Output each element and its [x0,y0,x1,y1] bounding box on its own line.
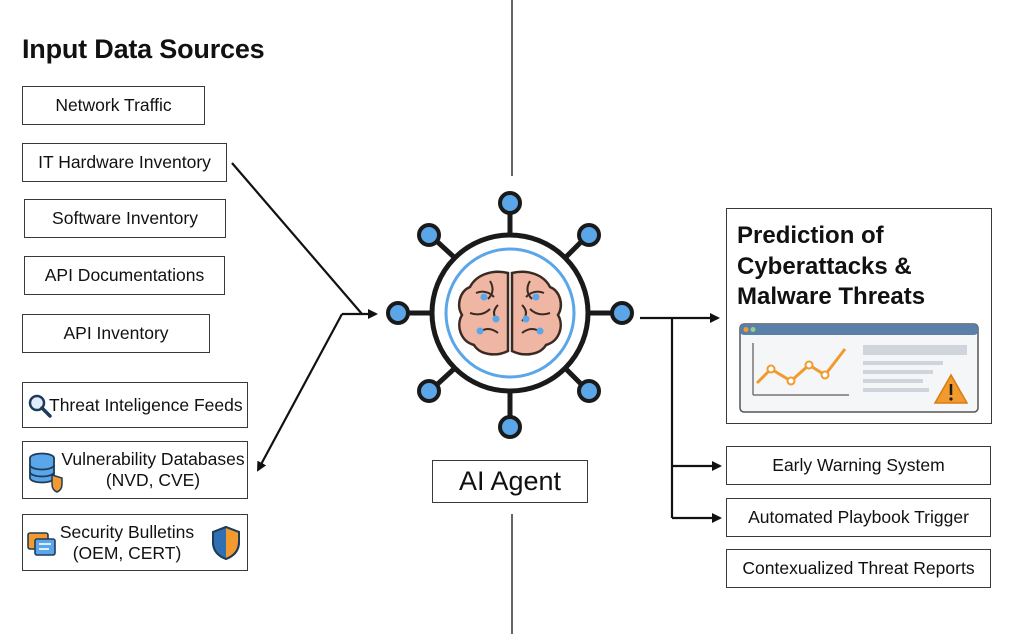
input-connector-upper [231,162,363,315]
input-label: Threat Inteligence Feeds [49,394,243,415]
database-shield-icon [29,452,63,493]
input-label: IT Hardware Inventory [38,152,211,172]
output-label: Early Warning System [772,455,945,475]
input-sources-title: Input Data Sources [22,34,265,64]
bulletin-icon [27,532,56,556]
agent-nodes [386,191,634,439]
input-software-inventory: Software Inventory [24,199,226,238]
input-label: API Documentations [44,265,205,285]
input-label: API Inventory [63,323,169,343]
ai-agent-label: AI Agent [432,460,588,503]
input-it-hardware-inventory: IT Hardware Inventory [22,143,227,182]
shield-icon [212,525,240,561]
input-label-line2: (NVD, CVE) [105,470,201,490]
input-label-line1: Security Bulletins [59,521,195,542]
input-threat-intelligence-feeds: Threat Inteligence Feeds [22,382,248,428]
input-api-documentations: API Documentations [24,256,225,295]
input-label: Network Traffic [55,95,172,115]
prediction-box: Prediction of Cyberattacks & Malware Thr… [726,208,992,424]
agent-ring [429,232,591,394]
agent-inner-ring [444,247,576,379]
input-security-bulletins: Security Bulletins (OEM, CERT) [22,514,248,571]
input-label: Software Inventory [52,208,198,228]
output-label: Automated Playbook Trigger [748,507,969,527]
input-vulnerability-databases: Vulnerability Databases (NVD, CVE) [22,441,248,499]
input-label-two-line: Vulnerability Databases (NVD, CVE) [61,449,244,491]
input-label-line1: Vulnerability Databases [61,449,245,469]
output-early-warning-system: Early Warning System [726,446,991,485]
input-network-traffic: Network Traffic [22,86,205,125]
output-contextualized-threat-reports: Contexualized Threat Reports [726,549,991,588]
dashboard-warning-icon [739,323,979,413]
input-api-inventory: API Inventory [22,314,210,353]
input-connector-lower [257,313,343,472]
input-label-line2: (OEM, CERT) [72,542,182,563]
prediction-title: Prediction of Cyberattacks & Malware Thr… [737,222,926,310]
output-label: Contexualized Threat Reports [742,558,975,578]
input-label-two-line: Security Bulletins (OEM, CERT) [60,522,194,564]
output-automated-playbook-trigger: Automated Playbook Trigger [726,498,991,537]
brain-network-icon [386,191,634,439]
magnifier-icon [28,394,52,418]
brain-icon [458,270,562,356]
